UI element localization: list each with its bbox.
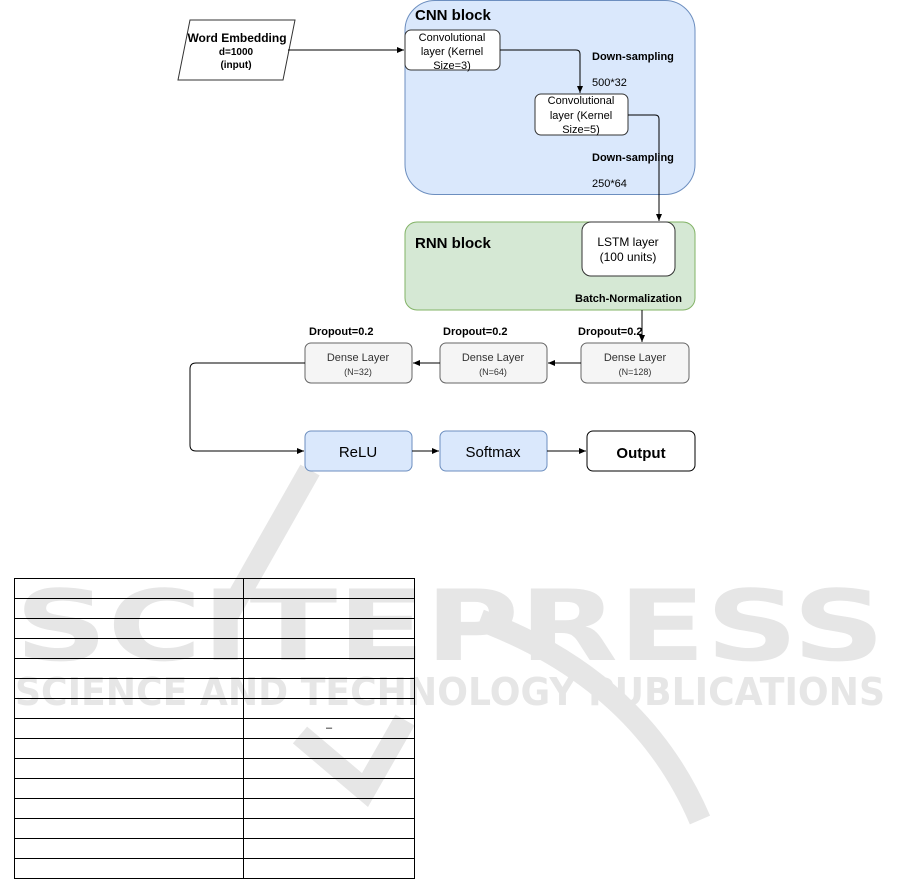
table-cell bbox=[243, 618, 415, 639]
lstm-line2: (100 units) bbox=[600, 250, 657, 264]
relu-node: ReLU bbox=[304, 430, 413, 472]
dense-layers: Dense Layer (N=32) Dropout=0.2 Dense Lay… bbox=[304, 326, 690, 384]
dense-label: Dense Layer bbox=[462, 352, 525, 364]
arrow-conv2-lstm bbox=[628, 114, 662, 221]
shape-label-2: 250*64 bbox=[592, 178, 627, 190]
cnn-block-title: CNN block bbox=[415, 7, 492, 24]
table-cell bbox=[14, 718, 244, 739]
output-node: Output bbox=[586, 430, 696, 472]
dense-label: Dense Layer bbox=[604, 352, 667, 364]
table-row bbox=[14, 678, 415, 699]
connectors bbox=[189, 47, 662, 454]
output-label: Output bbox=[616, 445, 665, 462]
shape-label-1: 500*32 bbox=[592, 77, 627, 89]
table-cell bbox=[243, 798, 415, 819]
table-cell bbox=[14, 578, 244, 599]
table-row: – bbox=[14, 718, 415, 739]
rnn-block-title: RNN block bbox=[415, 235, 492, 252]
arrow-dense32-relu bbox=[189, 362, 305, 454]
table-cell bbox=[14, 838, 244, 859]
table-cell bbox=[243, 858, 415, 879]
table-row bbox=[14, 598, 415, 619]
data-table: – bbox=[14, 578, 415, 879]
dropout-label: Dropout=0.2 bbox=[309, 326, 373, 338]
lstm-line1: LSTM layer bbox=[597, 235, 658, 249]
conv2-line3: Size=5) bbox=[562, 124, 600, 136]
conv2-line1: Convolutional bbox=[548, 95, 615, 107]
dense-units: (N=32) bbox=[344, 367, 372, 377]
table-cell bbox=[14, 818, 244, 839]
table-cell bbox=[243, 638, 415, 659]
relu-label: ReLU bbox=[339, 444, 377, 461]
table-row bbox=[14, 758, 415, 779]
table-row bbox=[14, 738, 415, 759]
table-cell bbox=[243, 678, 415, 699]
dense-units: (N=64) bbox=[479, 367, 507, 377]
table-cell bbox=[14, 638, 244, 659]
table-cell bbox=[243, 758, 415, 779]
table-cell bbox=[243, 698, 415, 719]
table-row bbox=[14, 658, 415, 679]
downsampling-label-2: Down-sampling bbox=[592, 152, 674, 164]
architecture-diagram: Word Embedding d=1000 (input) CNN block … bbox=[177, 0, 696, 472]
table-row bbox=[14, 638, 415, 659]
table-cell bbox=[243, 738, 415, 759]
dropout-label: Dropout=0.2 bbox=[578, 326, 642, 338]
softmax-label: Softmax bbox=[465, 444, 521, 461]
table-cell bbox=[14, 678, 244, 699]
table-row bbox=[14, 818, 415, 839]
conv1-line2: layer (Kernel bbox=[421, 46, 483, 58]
dense-layer-128: Dense Layer (N=128) Dropout=0.2 bbox=[578, 326, 690, 384]
arrow-conv1-conv2 bbox=[500, 49, 583, 93]
table-cell bbox=[14, 858, 244, 879]
table-cell bbox=[14, 698, 244, 719]
table-cell bbox=[243, 818, 415, 839]
table-cell bbox=[14, 778, 244, 799]
input-dim: d=1000 bbox=[219, 47, 254, 58]
lstm-layer bbox=[581, 221, 676, 277]
table-row bbox=[14, 778, 415, 799]
table-row bbox=[14, 838, 415, 859]
table-cell bbox=[14, 738, 244, 759]
softmax-node: Softmax bbox=[439, 430, 548, 472]
dense-layer-32: Dense Layer (N=32) Dropout=0.2 bbox=[304, 326, 413, 384]
input-label: Word Embedding bbox=[187, 31, 286, 45]
cnn-block: CNN block Convolutional layer (Kernel Si… bbox=[404, 0, 696, 195]
conv2-line2: layer (Kernel bbox=[550, 110, 612, 122]
downsampling-label-1: Down-sampling bbox=[592, 51, 674, 63]
table-row bbox=[14, 618, 415, 639]
table-cell bbox=[243, 838, 415, 859]
table-cell bbox=[243, 578, 415, 599]
table-cell bbox=[243, 778, 415, 799]
dropout-label: Dropout=0.2 bbox=[443, 326, 507, 338]
table-cell bbox=[14, 798, 244, 819]
table-cell bbox=[243, 658, 415, 679]
input-node: Word Embedding d=1000 (input) bbox=[177, 19, 296, 81]
table-cell bbox=[14, 618, 244, 639]
conv1-line3: Size=3) bbox=[433, 60, 471, 72]
table-cell: – bbox=[243, 718, 415, 739]
conv1-line1: Convolutional bbox=[419, 32, 486, 44]
dense-units: (N=128) bbox=[619, 367, 652, 377]
dense-layer-64: Dense Layer (N=64) Dropout=0.2 bbox=[439, 326, 548, 384]
table-cell bbox=[14, 658, 244, 679]
batch-norm-label: Batch-Normalization bbox=[575, 293, 682, 305]
table-cell bbox=[14, 598, 244, 619]
table-cell bbox=[14, 758, 244, 779]
input-note: (input) bbox=[220, 60, 251, 71]
table-row bbox=[14, 698, 415, 719]
table-cell bbox=[243, 598, 415, 619]
table-row bbox=[14, 578, 415, 599]
rnn-block: RNN block LSTM layer (100 units) Batch-N… bbox=[404, 221, 696, 311]
table-row bbox=[14, 858, 415, 879]
table-row bbox=[14, 798, 415, 819]
dense-label: Dense Layer bbox=[327, 352, 390, 364]
